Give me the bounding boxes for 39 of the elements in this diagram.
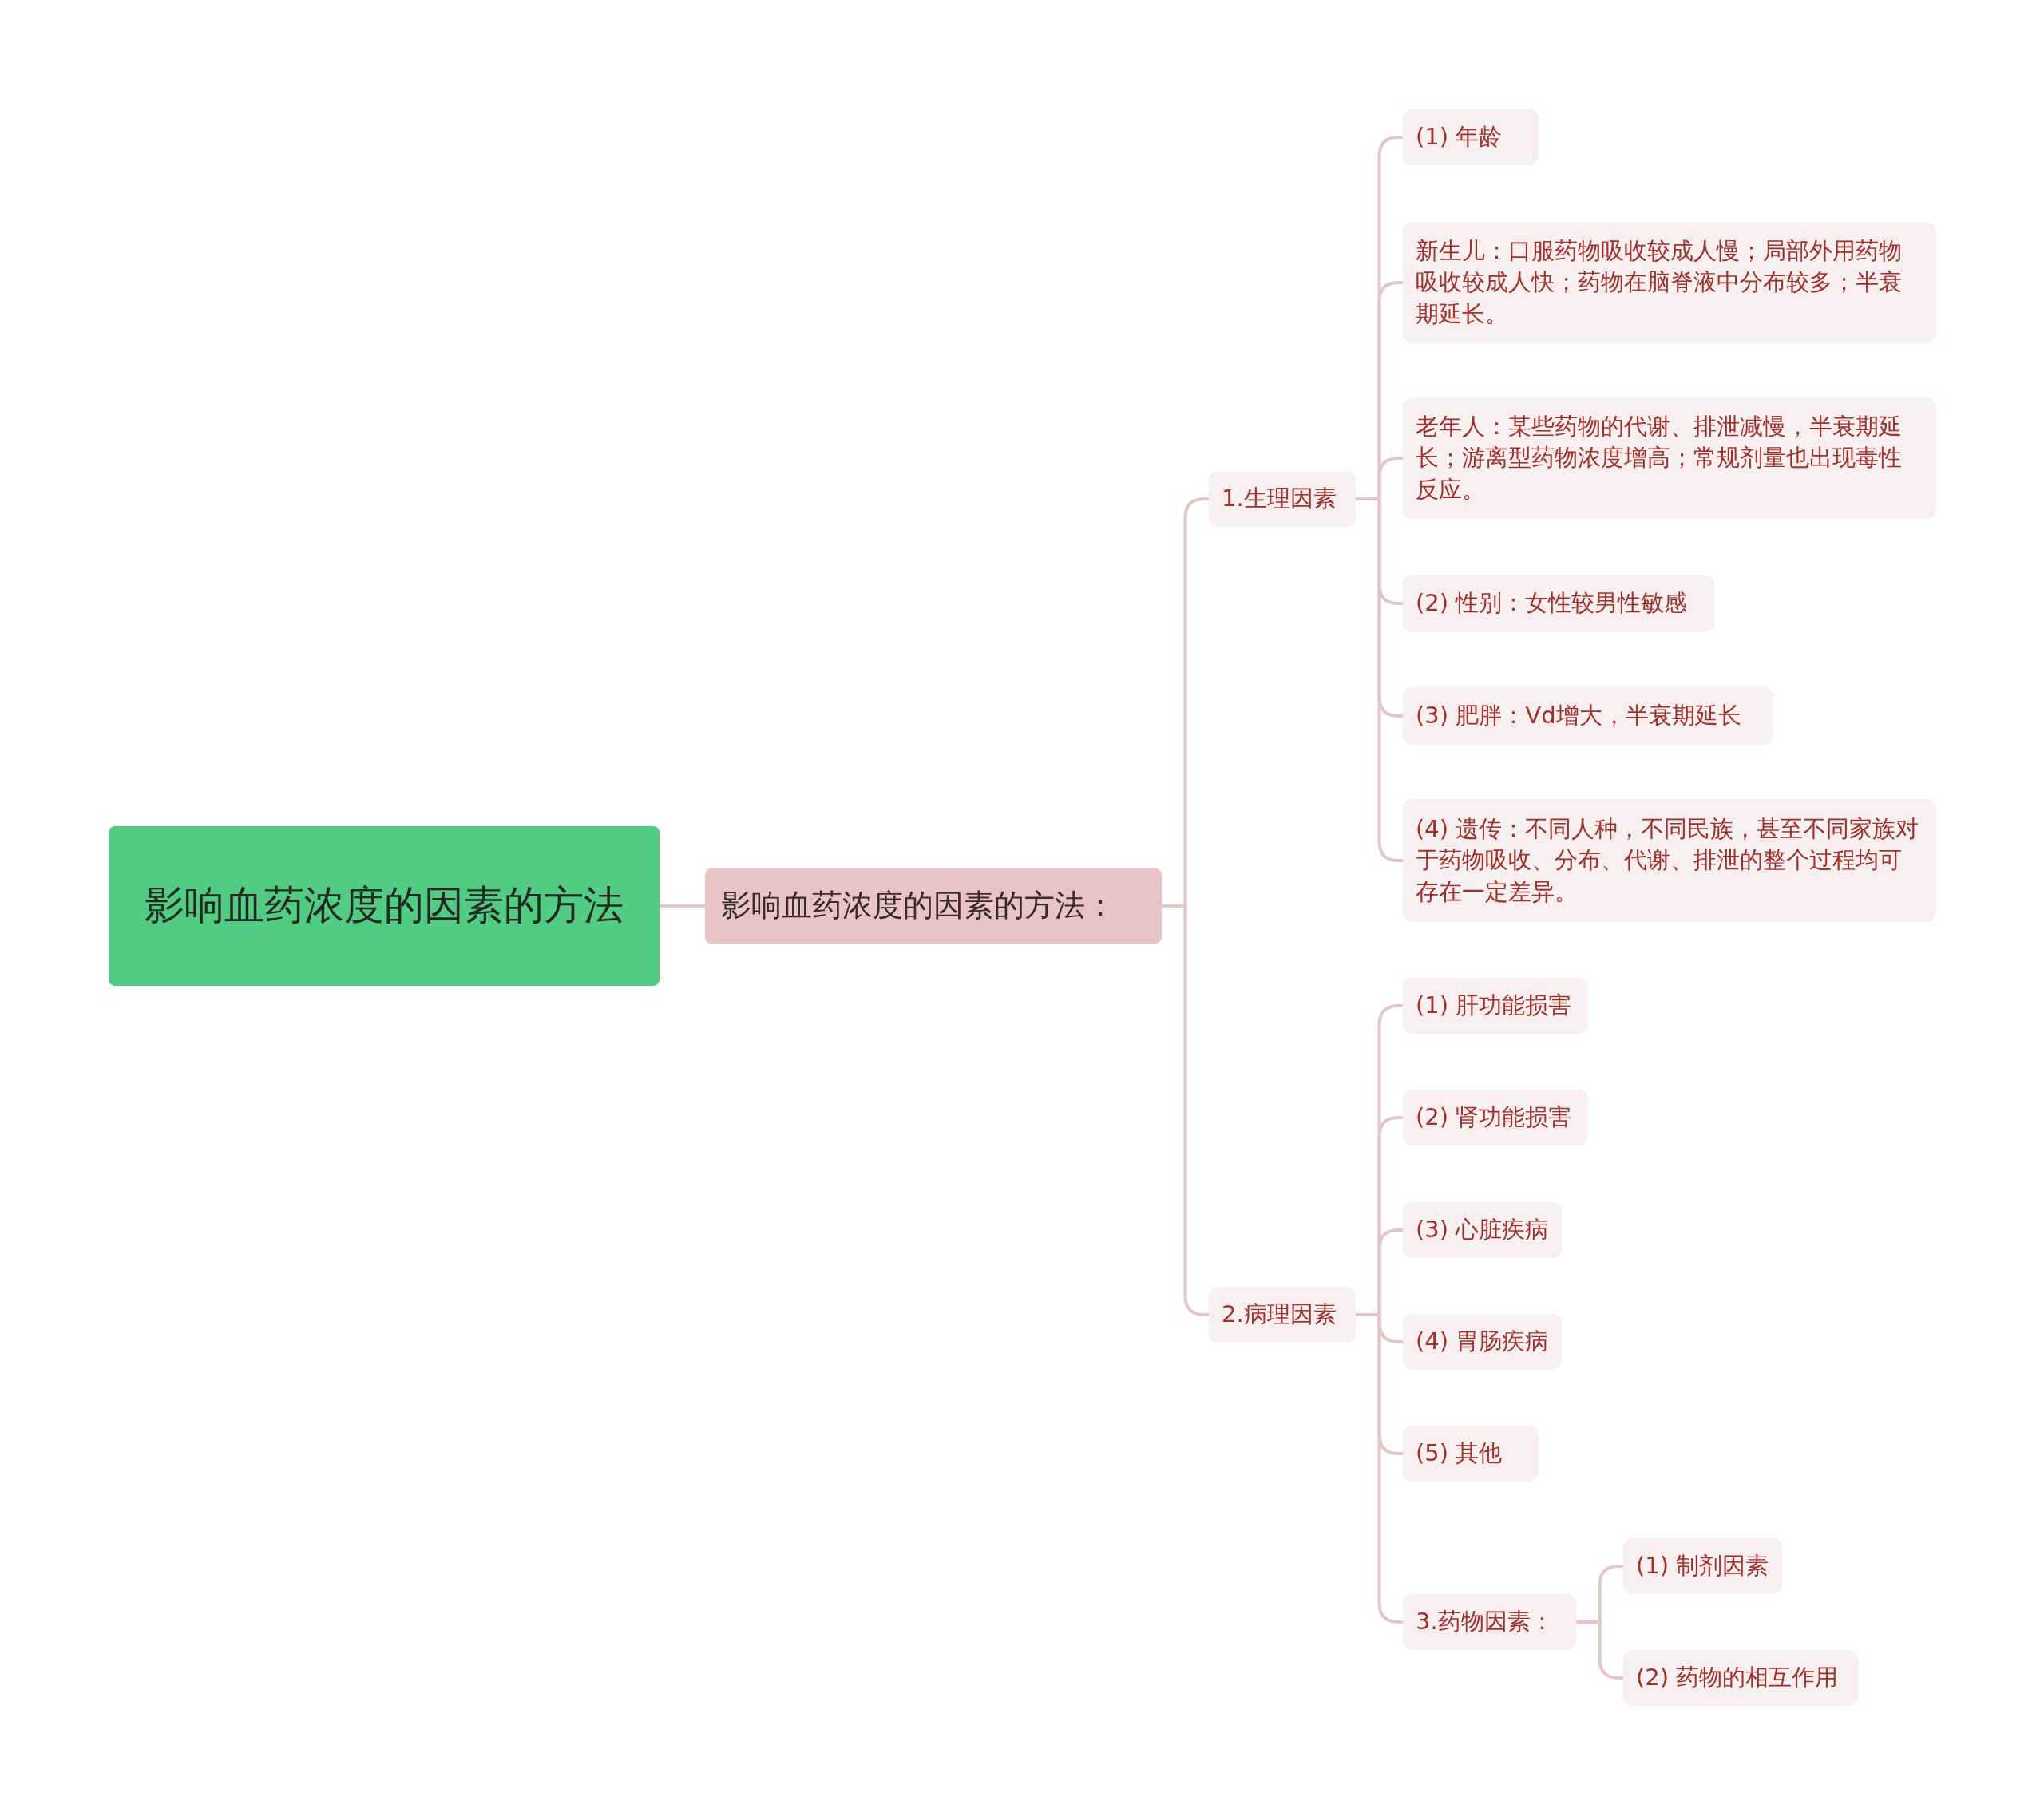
branch-box [1209, 471, 1356, 527]
connector-line [660, 904, 705, 908]
node-label: 3.药物因素： [1416, 1607, 1554, 1637]
node-label: (1) 制剂因素 [1636, 1551, 1769, 1581]
node-label: 新生儿：口服药物吸收较成人慢；局部外用药物吸收较成人快；药物在脑脊液中分布较多；半衰期延长。 [1416, 236, 1903, 329]
branch-box [1403, 222, 1936, 343]
node-label: 影响血药浓度的因素的方法： [721, 887, 1115, 925]
branch-box [1403, 398, 1936, 519]
branch-box [1403, 109, 1539, 165]
node-label: 影响血药浓度的因素的方法 [145, 881, 624, 931]
branch-box [705, 868, 1162, 944]
node-label: 老年人：某些药物的代谢、排泄减慢，半衰期延长；游离型药物浓度增高；常规剂量也出现毒性反应。 [1416, 412, 1903, 504]
branch-box [1403, 575, 1714, 632]
branch-box [1623, 1538, 1782, 1594]
node-label: (1) 肝功能损害 [1416, 991, 1572, 1021]
branch-box [1403, 1090, 1588, 1145]
node-label: (4) 胃肠疾病 [1416, 1327, 1549, 1357]
branch-box [1403, 1594, 1576, 1650]
node-label: (1) 年龄 [1416, 122, 1503, 152]
node-label: (4) 遗传：不同人种，不同民族，甚至不同家族对于药物吸收、分布、代谢、排泄的整个过程均可存在一定差异。 [1416, 814, 1920, 907]
node-label: 2.病理因素 [1222, 1300, 1337, 1330]
node-label: (2) 性别：女性较男性敏感 [1416, 588, 1688, 619]
branch-box [1403, 1426, 1539, 1482]
connector-line [1356, 497, 1403, 862]
node-label: (5) 其他 [1416, 1438, 1503, 1469]
node-label: 1.生理因素 [1222, 484, 1337, 514]
branch-box [1403, 799, 1936, 922]
branch-box [1403, 687, 1773, 745]
node-label: (2) 肾功能损害 [1416, 1102, 1572, 1133]
connector-line [1162, 904, 1209, 1316]
node-label: (3) 肥胖：Vd增大，半衰期延长 [1416, 701, 1741, 731]
node-label: (3) 心脏疾病 [1416, 1215, 1549, 1245]
branch-box [1403, 1202, 1562, 1258]
branch-box [1403, 978, 1588, 1034]
branch-box [1403, 1314, 1562, 1370]
node-label: (2) 药物的相互作用 [1636, 1663, 1839, 1693]
branch-box [1209, 1287, 1356, 1343]
topic-box [109, 826, 660, 986]
branch-box [1623, 1650, 1858, 1706]
